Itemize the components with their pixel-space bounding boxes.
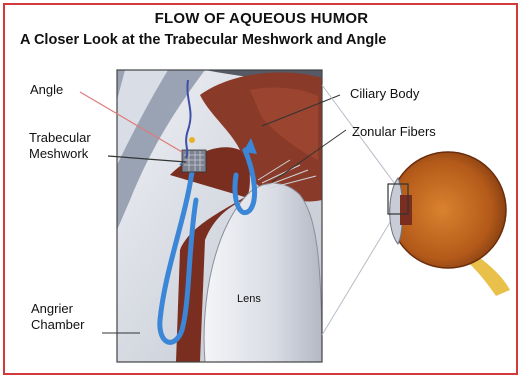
label-trabecular-line1: Trabecular	[29, 130, 91, 145]
label-ciliary-body: Ciliary Body	[350, 86, 419, 101]
label-lens: Lens	[237, 293, 261, 305]
label-trabecular-line2: Meshwork	[29, 146, 88, 161]
trabecular-meshwork	[182, 150, 206, 172]
label-anterior-line2: Chamber	[31, 317, 84, 332]
zoom-connector-bottom	[322, 214, 395, 335]
label-angle: Angle	[30, 82, 63, 97]
label-anterior-line1: Angrier	[31, 301, 73, 316]
cross-section-panel	[117, 70, 322, 362]
whole-eye	[388, 152, 510, 296]
label-zonular-fibers: Zonular Fibers	[352, 124, 436, 139]
